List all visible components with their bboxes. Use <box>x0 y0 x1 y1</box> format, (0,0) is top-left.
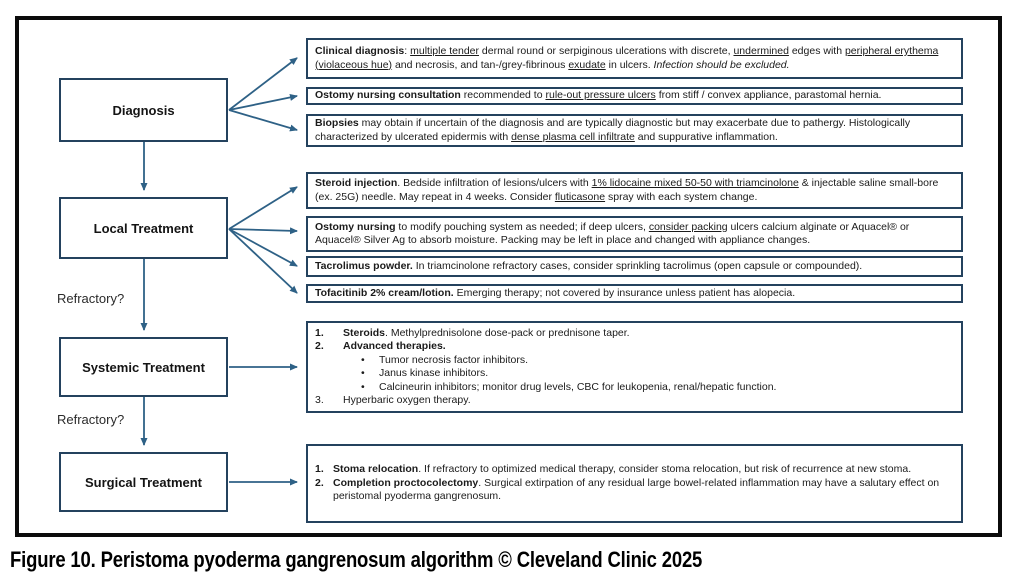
detail-box-clinical-diagnosis: Clinical diagnosis: multiple tender derm… <box>306 38 963 79</box>
tacrolimus-text: Tacrolimus powder. In triamcinolone refr… <box>315 259 863 272</box>
surgical-options-list: 1.Stoma relocation. If refractory to opt… <box>315 463 940 503</box>
stage-box-local-treatment: Local Treatment <box>59 197 228 259</box>
clinical-diagnosis-text: Clinical diagnosis: multiple tender derm… <box>315 45 939 71</box>
stage-box-systemic-treatment: Systemic Treatment <box>59 337 228 397</box>
detail-box-biopsies: Biopsies may obtain if uncertain of the … <box>306 114 963 147</box>
systemic-options-list: 1.Steroids. Methylprednisolone dose-pack… <box>315 326 777 407</box>
tofacitinib-text: Tofacitinib 2% cream/lotion. Emerging th… <box>315 286 796 299</box>
stage-box-surgical-treatment: Surgical Treatment <box>59 452 228 512</box>
biopsies-text: Biopsies may obtain if uncertain of the … <box>315 117 911 143</box>
detail-box-tofacitinib-cream: Tofacitinib 2% cream/lotion. Emerging th… <box>306 284 963 303</box>
detail-box-steroid-injection: Steroid injection. Bedside infiltration … <box>306 172 963 209</box>
detail-box-surgical-options: 1.Stoma relocation. If refractory to opt… <box>306 444 963 523</box>
refractory-label-1: Refractory? <box>57 291 125 306</box>
figure-caption: Figure 10. Peristoma pyoderma gangrenosu… <box>10 547 703 572</box>
detail-box-tacrolimus-powder: Tacrolimus powder. In triamcinolone refr… <box>306 256 963 277</box>
stage-label-local-treatment: Local Treatment <box>93 220 194 236</box>
stage-label-systemic-treatment: Systemic Treatment <box>82 359 205 375</box>
refractory-label-2: Refractory? <box>57 412 125 427</box>
stage-label-surgical-treatment: Surgical Treatment <box>84 474 203 490</box>
stage-label-diagnosis: Diagnosis <box>112 102 175 118</box>
steroid-injection-text: Steroid injection. Bedside infiltration … <box>315 177 939 203</box>
detail-box-systemic-options: 1.Steroids. Methylprednisolone dose-pack… <box>306 321 963 413</box>
ostomy-nursing-text: Ostomy nursing to modify pouching system… <box>315 220 910 247</box>
stage-box-diagnosis: Diagnosis <box>59 78 228 142</box>
detail-box-ostomy-consultation: Ostomy nursing consultation recommended … <box>306 87 963 105</box>
detail-box-ostomy-nursing: Ostomy nursing to modify pouching system… <box>306 216 963 252</box>
ostomy-consultation-text: Ostomy nursing consultation recommended … <box>315 89 882 102</box>
